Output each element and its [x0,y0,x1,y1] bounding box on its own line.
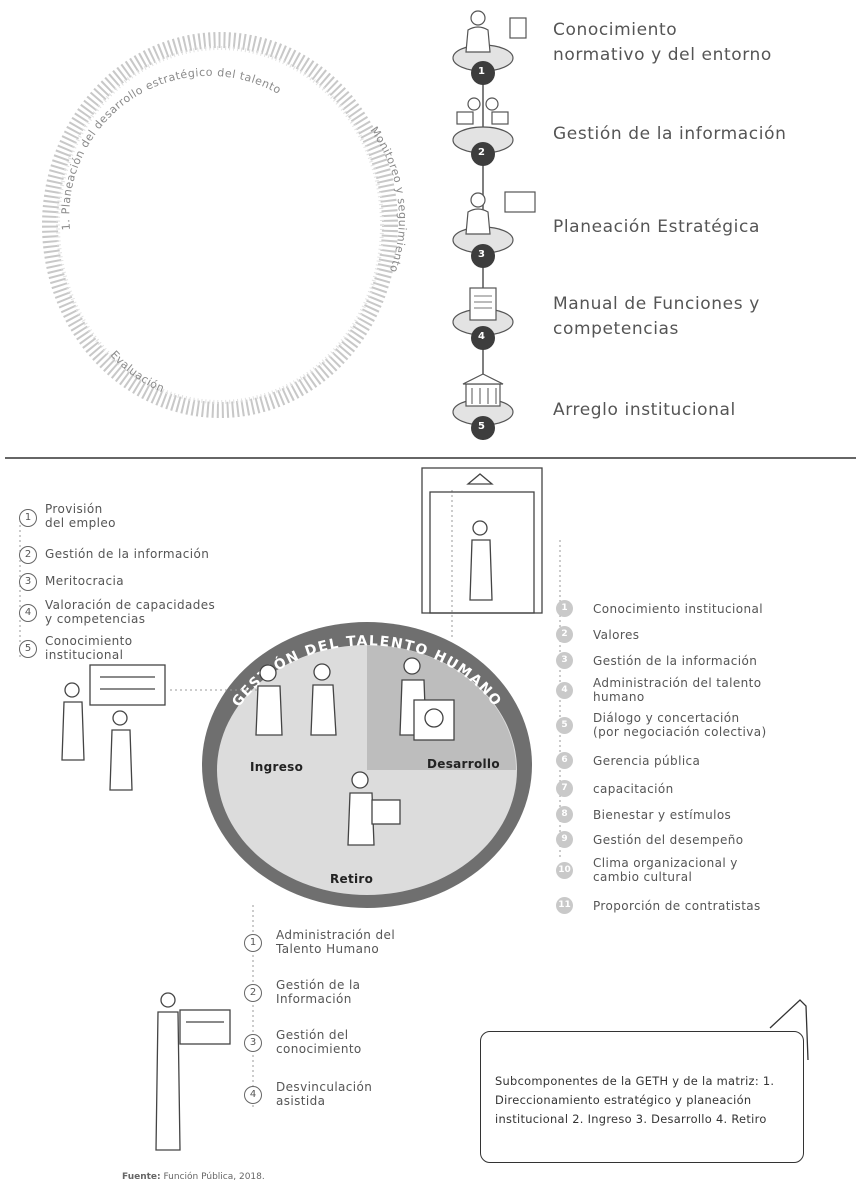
elevator-figure [421,467,543,614]
desarrollo-item-11-label: Proporción de contratistas [593,899,761,913]
step-4-number: 4 [478,331,485,342]
step-3-label: Planeación Estratégica [553,217,760,237]
ingreso-item-4-label: Valoración de capacidades y competencias [45,598,216,626]
desarrollo-item-10-label: Clima organizacional y cambio cultural [593,856,738,884]
retiro-person-icon [347,771,401,846]
step-4-icon [452,287,514,350]
retiro-item-3-number: 3 [244,1034,262,1052]
note-fold-corner [769,999,809,1061]
ingreso-item-5-number: 5 [19,640,37,658]
desarrollo-item-8-number: 8 [556,806,573,823]
ingreso-item-2-label: Gestión de la información [45,547,210,561]
step-3-number: 3 [478,249,485,260]
desarrollo-item-9-label: Gestión del desempeño [593,833,744,847]
step-5-icon [452,373,514,440]
step-4-label: Manual de Funciones y competencias [553,294,760,339]
step-2-icon [452,97,514,166]
desarrollo-item-11-number: 11 [556,897,573,914]
desarrollo-item-1-number: 1 [556,600,573,617]
ingreso-item-4-number: 4 [19,604,37,622]
cycle-ring: 1. Planeación del desarrollo estratégico… [0,0,409,418]
desarrollo-item-3-number: 3 [556,652,573,669]
step-5-label: Arreglo institucional [553,400,736,420]
desarrollo-item-7-label: capacitación [593,782,674,796]
ingreso-people-icon [255,663,337,736]
step-1-label: Conocimiento normativo y del entorno [553,20,772,65]
stage-label-desarrollo: Desarrollo [427,757,500,771]
desarrollo-people-icon [399,657,455,741]
desarrollo-item-7-number: 7 [556,780,573,797]
desarrollo-item-5-number: 5 [556,717,573,734]
desarrollo-item-4-label: Administración del talento humano [593,676,762,704]
ingreso-item-5-label: Conocimiento institucional [45,634,133,662]
desarrollo-item-3-label: Gestión de la información [593,654,758,668]
stage-label-ingreso: Ingreso [250,760,304,774]
retiro-side-figure [155,992,231,1151]
step-3-icon [452,191,536,268]
desarrollo-item-1-label: Conocimiento institucional [593,602,763,616]
source-text: Función Pública, 2018. [163,1172,265,1182]
desarrollo-item-2-number: 2 [556,626,573,643]
desarrollo-item-10-number: 10 [556,862,573,879]
desarrollo-item-4-number: 4 [556,682,573,699]
retiro-item-1-number: 1 [244,934,262,952]
ingreso-side-figure [61,664,166,791]
desarrollo-item-2-label: Valores [593,628,640,642]
retiro-item-2-label: Gestión de la Información [276,978,361,1006]
subcomponents-note: Subcomponentes de la GETH y de la matriz… [480,1031,804,1163]
step-1-icon [452,10,527,85]
stage-label-retiro: Retiro [330,872,374,886]
ingreso-item-3-label: Meritocracia [45,574,125,588]
retiro-item-1-label: Administración del Talento Humano [276,928,396,956]
desarrollo-item-6-label: Gerencia pública [593,754,701,768]
step-1-number: 1 [478,66,485,77]
desarrollo-item-9-number: 9 [556,831,573,848]
step-2-label: Gestión de la información [553,124,787,144]
ring-label-monitoreo: Monitoreo y seguimiento [368,124,409,274]
retiro-item-3-label: Gestión del conocimiento [276,1028,362,1056]
ingreso-item-1-label: Provisión del empleo [45,502,116,530]
desarrollo-item-5-label: Diálogo y concertación (por negociación … [593,711,767,739]
ingreso-item-3-number: 3 [19,573,37,591]
desarrollo-item-6-number: 6 [556,752,573,769]
subcomponents-note-text: Subcomponentes de la GETH y de la matriz… [495,1074,775,1126]
source-label: Fuente: [122,1172,161,1182]
retiro-item-4-label: Desvinculación asistida [276,1080,373,1108]
desarrollo-item-8-label: Bienestar y estímulos [593,808,732,822]
source-caption: Fuente: Función Pública, 2018. [122,1172,265,1182]
ingreso-item-2-number: 2 [19,546,37,564]
ingreso-item-1-number: 1 [19,509,37,527]
retiro-item-4-number: 4 [244,1086,262,1104]
step-5-number: 5 [478,421,485,432]
step-2-number: 2 [478,147,485,158]
retiro-item-2-number: 2 [244,984,262,1002]
